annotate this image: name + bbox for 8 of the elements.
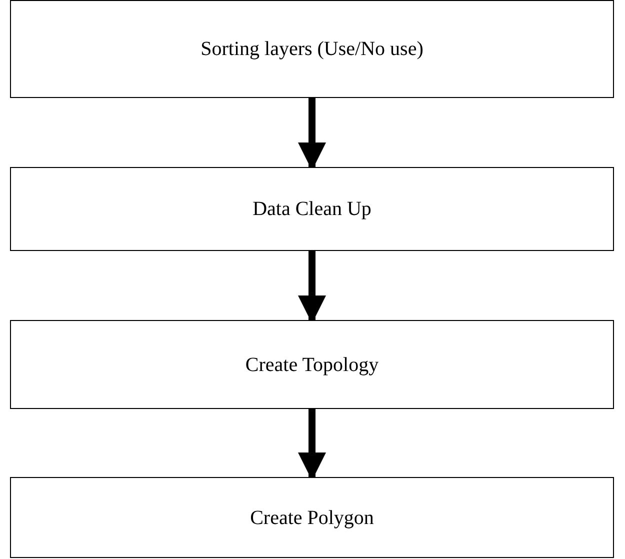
process-box — [10, 0, 614, 98]
process-box — [10, 477, 614, 558]
box-label: Create Topology — [245, 352, 379, 378]
process-box — [10, 320, 614, 409]
box-label: Data Clean Up — [252, 197, 372, 222]
process-box — [10, 167, 614, 251]
box-label: Create Polygon — [250, 506, 374, 530]
box-label: Sorting layers (Use/No use) — [200, 37, 424, 62]
